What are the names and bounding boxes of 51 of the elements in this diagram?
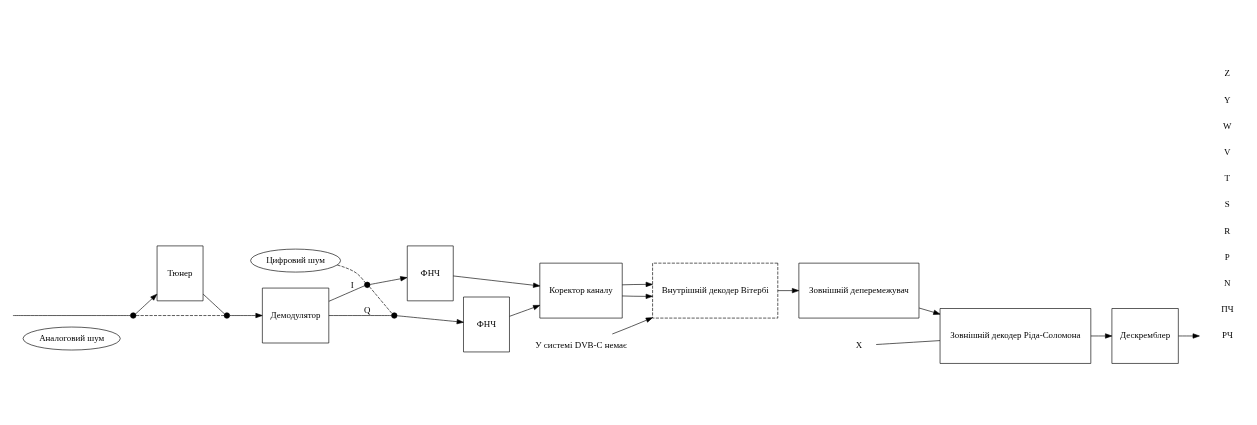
connector (875, 339, 941, 345)
edge-label: Q (364, 304, 371, 315)
label: R (1224, 225, 1231, 236)
arrow (369, 275, 408, 285)
label: РЧ (1221, 329, 1233, 340)
connector (135, 314, 225, 316)
arrow (1178, 332, 1200, 339)
arrow (396, 314, 464, 324)
connector (328, 314, 392, 316)
arrow (621, 281, 653, 287)
node-circle (130, 311, 137, 319)
node-ellipse: Цифровий шум (250, 248, 341, 272)
label: Y (1224, 94, 1231, 105)
node-box: Тюнер (156, 245, 204, 301)
node-box: Внутрішній декодер Вітербі (652, 262, 779, 318)
label: ПЧ (1221, 303, 1234, 314)
arrow (621, 293, 653, 299)
node-box: Коректор каналу (539, 262, 623, 318)
node-box: Демодулятор (262, 287, 330, 343)
edge-label: I (350, 279, 354, 290)
node-text: У системі DVB-C немає (535, 339, 627, 350)
arrow (452, 275, 541, 288)
arrow (918, 307, 941, 315)
label: W (1223, 120, 1232, 131)
node-box: Зовнішній декодер Ріда-Соломона (939, 307, 1092, 364)
label: N (1224, 277, 1231, 288)
arrow (229, 312, 263, 318)
arrow (509, 304, 541, 317)
node-text: X (855, 339, 863, 350)
label: P (1224, 251, 1230, 262)
node-circle (364, 281, 371, 288)
node-box: ФНЧ (463, 296, 510, 352)
label: S (1224, 198, 1230, 209)
node-box: Дескремблер (1111, 307, 1179, 364)
node-circle (391, 311, 398, 319)
connector (369, 285, 393, 314)
arrow (135, 293, 158, 314)
node-ellipse: Аналоговий шум (22, 326, 121, 350)
node-box: Зовнішній деперемежувач (798, 262, 920, 318)
arrow (612, 316, 653, 334)
arrow (777, 287, 799, 293)
connector (12, 314, 131, 316)
connector (202, 293, 225, 314)
node-circle (223, 311, 230, 319)
connector (328, 284, 365, 302)
connector (337, 264, 366, 283)
label: V (1224, 146, 1231, 157)
label: Z (1224, 67, 1231, 78)
arrow (1090, 332, 1113, 339)
node-box: ФНЧ (406, 245, 454, 301)
label: T (1224, 172, 1231, 183)
